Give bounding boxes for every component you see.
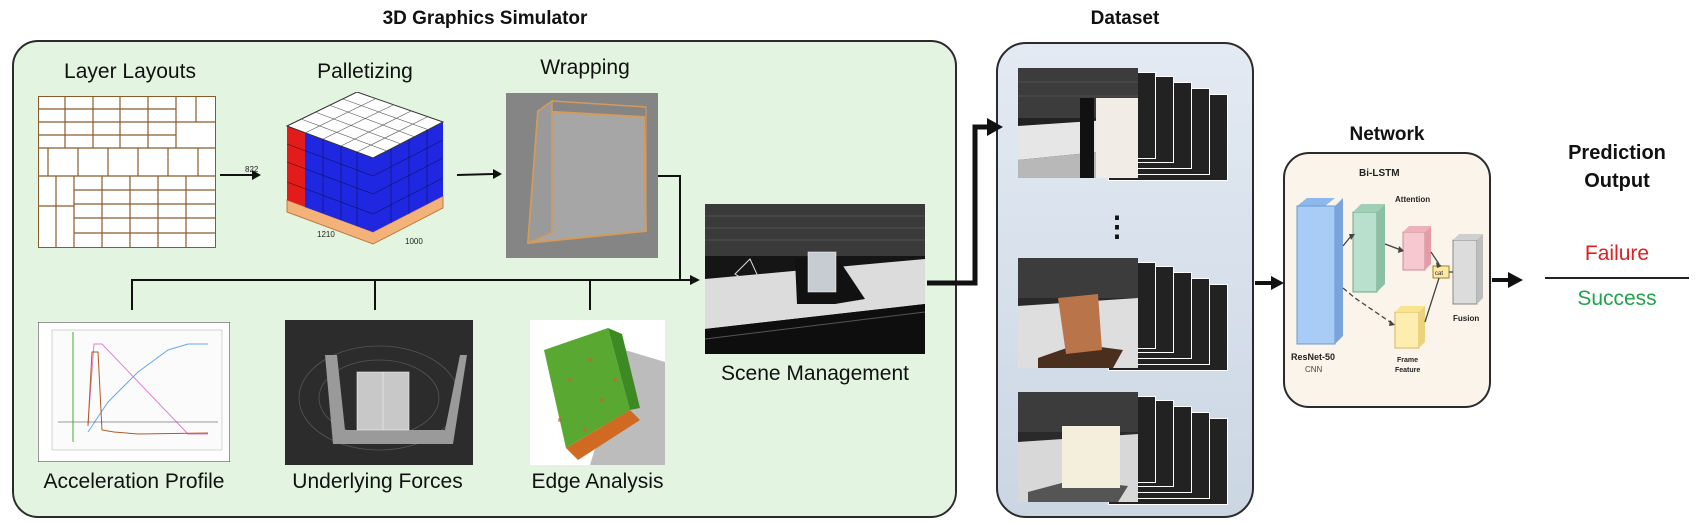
dataset-stack-3 <box>1018 392 1238 512</box>
edge-analysis-label: Edge Analysis <box>531 470 664 493</box>
scene-management-label: Scene Management <box>721 362 909 385</box>
arrow-scene-to-dataset <box>927 118 1003 286</box>
acceleration-profile-image <box>38 322 230 462</box>
dataset-ellipsis: ⋮ <box>1103 211 1131 242</box>
bilstm-label: Bi-LSTM <box>1359 168 1400 179</box>
wrapping-image <box>506 93 658 258</box>
simulator-title: 3D Graphics Simulator <box>382 8 588 29</box>
frame-label: Frame <box>1397 357 1418 364</box>
arrow-dataset-to-network <box>1255 276 1284 290</box>
arrow-layouts-to-pallet <box>220 170 261 180</box>
arrow-pallet-to-wrapping <box>456 169 502 179</box>
fusion-label: Fusion <box>1453 314 1479 323</box>
pallet-depth-label: 1000 <box>405 237 423 246</box>
acceleration-profile-label: Acceleration Profile <box>43 470 225 493</box>
underlying-forces-label: Underlying Forces <box>292 470 463 493</box>
dataset-stack-1 <box>1018 68 1238 188</box>
failure-label: Failure <box>1584 242 1650 265</box>
layer-layouts-label: Layer Layouts <box>64 60 196 83</box>
arrow-network-to-prediction <box>1492 272 1523 288</box>
layer-layouts-image <box>38 96 216 248</box>
dataset-stack-2 <box>1018 258 1238 378</box>
pallet-height-label: 822 <box>245 165 259 174</box>
prediction-title-line1: Prediction <box>1568 142 1666 164</box>
wrapping-label: Wrapping <box>540 56 630 79</box>
success-label: Success <box>1577 287 1657 310</box>
cat-label: cat <box>1435 271 1443 277</box>
cnn-label: CNN <box>1305 365 1323 374</box>
connector-lines <box>131 175 700 310</box>
palletizing-label: Palletizing <box>317 60 413 83</box>
palletizing-image: 822 1210 1000 <box>245 92 445 246</box>
network-diagram: Bi-LSTM Attention ResNet-50 CNN cat Fusi… <box>1291 168 1483 374</box>
dataset-title: Dataset <box>1090 8 1160 29</box>
prediction-title-line2: Output <box>1584 170 1650 192</box>
feature-label: Feature <box>1395 367 1420 374</box>
pallet-width-label: 1210 <box>317 230 335 239</box>
resnet-label: ResNet-50 <box>1291 352 1335 362</box>
edge-analysis-image <box>530 320 665 465</box>
prediction-divider <box>1545 277 1689 279</box>
underlying-forces-image <box>285 320 473 465</box>
network-title: Network <box>1349 124 1425 145</box>
scene-management-image <box>705 204 925 354</box>
attention-label: Attention <box>1395 195 1430 204</box>
